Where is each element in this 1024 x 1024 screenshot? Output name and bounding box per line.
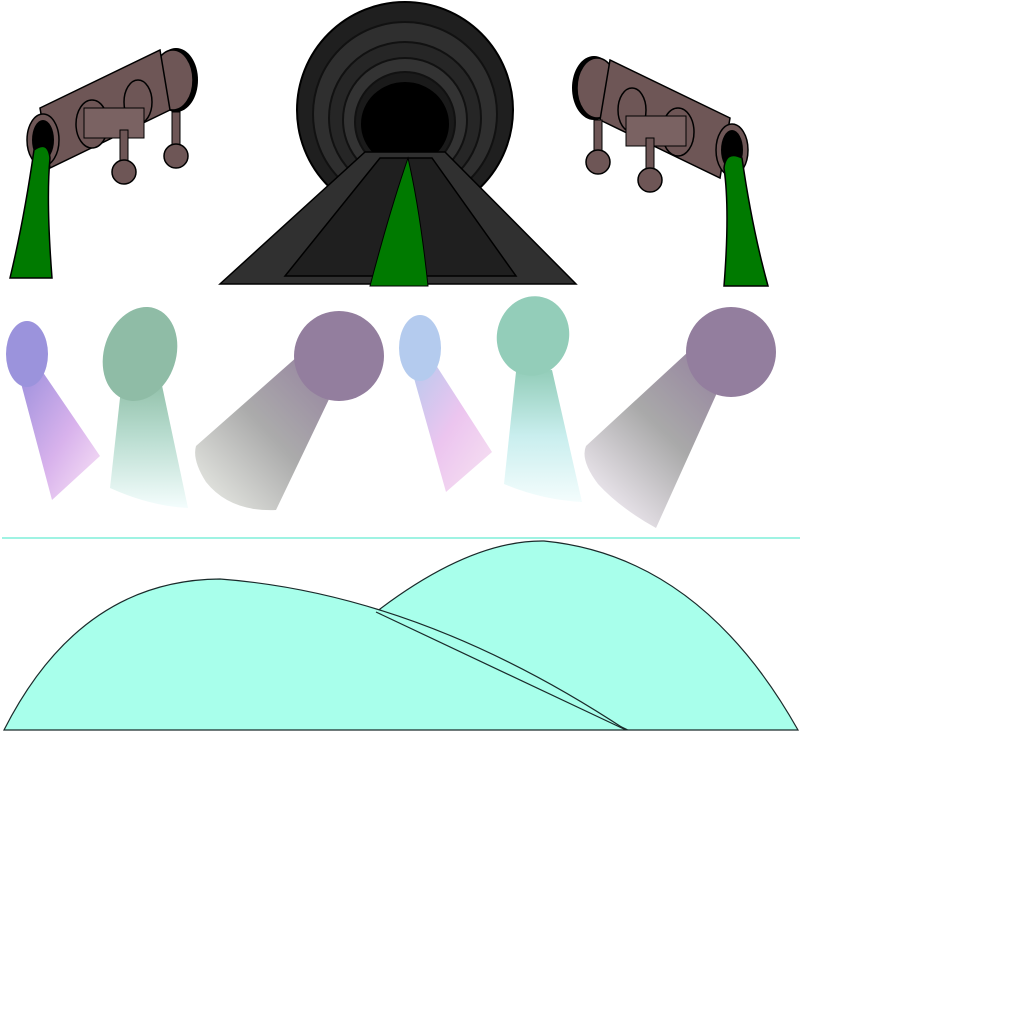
pipe-right — [572, 56, 769, 287]
light-beam-medium-1 — [102, 307, 188, 508]
light-beam-small-1 — [6, 321, 100, 500]
hills — [0, 537, 800, 735]
slime-stream — [9, 145, 53, 279]
pipe-left — [9, 48, 198, 279]
sewer-tunnel — [218, 1, 578, 287]
light-beam-large-2 — [584, 307, 776, 528]
slime-stream — [369, 156, 429, 287]
light-beam-medium-2 — [496, 296, 582, 502]
slime-stream — [723, 154, 769, 287]
light-beam-large-1 — [195, 311, 384, 511]
light-beam-small-2 — [399, 315, 492, 492]
